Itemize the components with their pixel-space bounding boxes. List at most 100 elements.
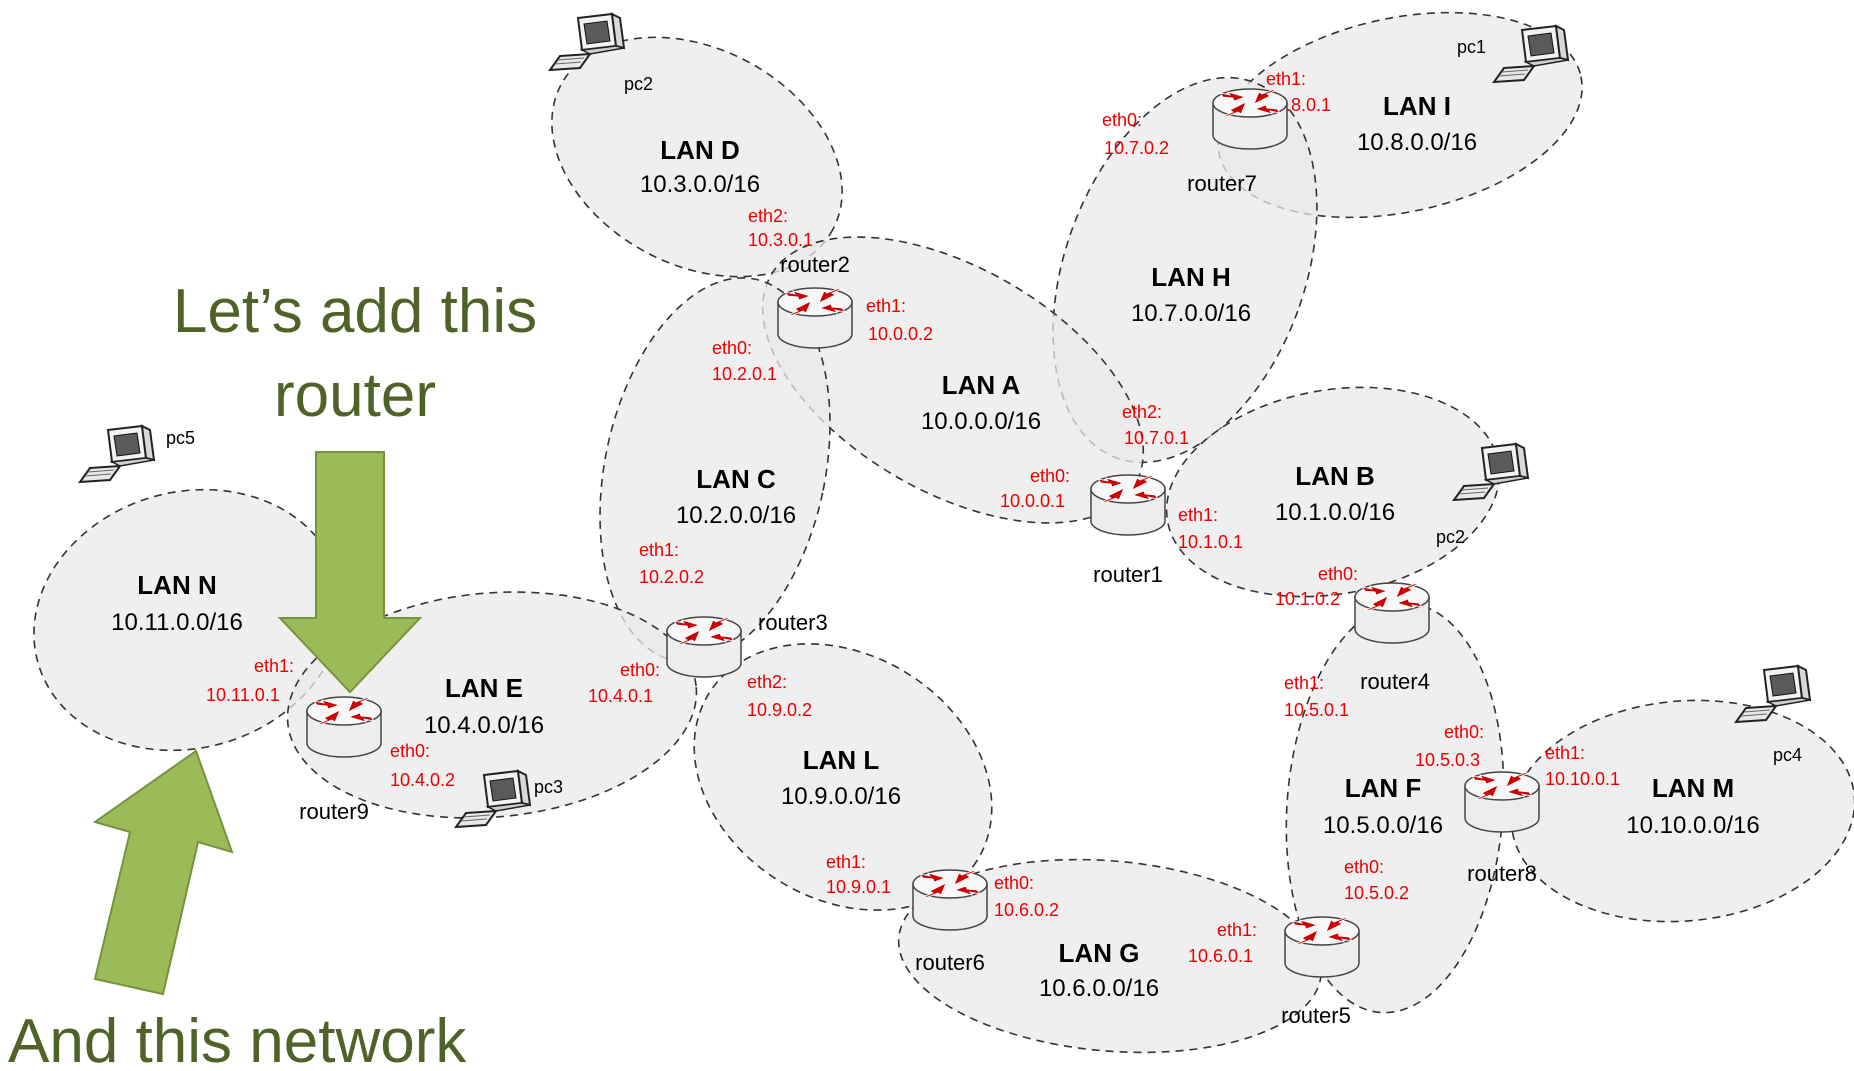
router-4[interactable]: router4 [1354, 582, 1430, 694]
lan-l-area [693, 643, 993, 911]
callout-add-router-line2: router [274, 361, 436, 430]
interface-ip: 10.7.0.1 [1124, 428, 1189, 448]
interface-ip: 10.0.0.1 [1000, 491, 1065, 511]
interface-name: eth1: [1545, 743, 1585, 763]
router-icon[interactable] [912, 869, 988, 931]
lan-name: LAN A [942, 370, 1021, 400]
lan-network: 10.2.0.0/16 [676, 502, 796, 529]
router-icon[interactable] [1464, 771, 1540, 833]
pc-2-right[interactable]: pc2 [1436, 443, 1529, 547]
lan-network: 10.6.0.0/16 [1039, 975, 1159, 1002]
lan-name: LAN D [660, 135, 739, 165]
router-1[interactable]: router1 [1090, 474, 1166, 587]
router-9[interactable]: router9 [299, 696, 382, 824]
lan-network: 10.7.0.0/16 [1131, 300, 1251, 327]
interface-ip: 10.6.0.1 [1188, 946, 1253, 966]
pc-3[interactable]: pc3 [455, 770, 563, 828]
interface-name: eth0: [1318, 564, 1358, 584]
pc-label: pc3 [534, 777, 563, 797]
router-label: router3 [758, 610, 828, 635]
pc-2-top[interactable]: pc2 [549, 13, 653, 94]
interface-ip: 10.6.0.2 [994, 900, 1059, 920]
pc-1[interactable]: pc1 [1457, 25, 1569, 83]
lan-name: LAN G [1059, 938, 1140, 968]
lan-name: LAN H [1151, 262, 1230, 292]
interface-name: eth1: [1266, 69, 1306, 89]
lan-network: 10.5.0.0/16 [1323, 812, 1443, 839]
router-icon[interactable] [306, 696, 382, 758]
interface-name: eth1: [826, 852, 866, 872]
router-7[interactable]: router7 [1187, 88, 1288, 196]
lan-network: 10.4.0.0/16 [424, 712, 544, 739]
interface-name: eth0: [1344, 857, 1384, 877]
interface-name: eth0: [712, 338, 752, 358]
interface-ip: 10.9.0.2 [747, 700, 812, 720]
interface-name: eth2: [747, 672, 787, 692]
desktop-computer-icon[interactable] [79, 425, 155, 483]
lan-name: LAN M [1652, 773, 1734, 803]
interface-ip: 10.5.0.3 [1415, 750, 1480, 770]
pc-label: pc5 [166, 428, 195, 448]
pc-label: pc1 [1457, 37, 1486, 57]
lan-network: 10.0.0.0/16 [921, 408, 1041, 435]
pc-5[interactable]: pc5 [79, 425, 195, 483]
router-icon[interactable] [1090, 474, 1166, 536]
router-icon[interactable] [1212, 88, 1288, 150]
callout-add-network: And this network [8, 1007, 467, 1071]
interface-ip: 10.7.0.2 [1104, 138, 1169, 158]
router-icon[interactable] [777, 287, 853, 349]
pc-4[interactable]: pc4 [1735, 665, 1811, 765]
lan-network: 10.1.0.0/16 [1275, 499, 1395, 526]
pc-label: pc2 [624, 74, 653, 94]
pc-label: pc2 [1436, 527, 1465, 547]
router-icon[interactable] [1354, 582, 1430, 644]
interface-ip: 10.9.0.1 [826, 877, 891, 897]
router-label: router1 [1093, 562, 1163, 587]
interface-ip: 10.10.0.1 [1545, 769, 1620, 789]
router-label: router8 [1467, 861, 1537, 886]
router-label: router4 [1360, 669, 1430, 694]
router-icon[interactable] [1284, 916, 1360, 978]
router-icon[interactable] [666, 616, 742, 678]
router-5[interactable]: router5 [1281, 916, 1360, 1028]
lan-name: LAN F [1345, 773, 1422, 803]
router-label: router7 [1187, 171, 1257, 196]
interface-ip: 10.4.0.2 [390, 770, 455, 790]
lan-name: LAN C [696, 464, 776, 494]
interface-ip: 10.1.0.2 [1275, 589, 1340, 609]
interface-ip: 10.2.0.1 [712, 364, 777, 384]
interface-ip: 10.5.0.1 [1284, 700, 1349, 720]
lan-network: 10.10.0.0/16 [1626, 812, 1759, 839]
router-8[interactable]: router8 [1464, 771, 1540, 886]
router-2[interactable]: router2 [777, 252, 853, 349]
interface-name: eth0: [994, 873, 1034, 893]
pcs: pc1 pc2 pc2 pc3 pc4 pc5 [79, 13, 1811, 828]
lan-name: LAN L [803, 745, 880, 775]
interface-name: eth0: [390, 741, 430, 761]
interface-ip: 10.3.0.1 [748, 230, 813, 250]
lan-network: 10.11.0.0/16 [111, 609, 243, 636]
interface-name: eth0: [1102, 110, 1142, 130]
interface-ip: 10.5.0.2 [1344, 883, 1409, 903]
interface-name: eth0: [1444, 722, 1484, 742]
callout-add-router-line1: Let’s add this [173, 277, 537, 346]
router-label: router5 [1281, 1003, 1351, 1028]
router-6[interactable]: router6 [912, 869, 988, 975]
interface-ip: 10.4.0.1 [588, 686, 653, 706]
interface-name: eth0: [620, 660, 660, 680]
lan-d-area [551, 36, 843, 278]
callout-arrow-up [92, 749, 234, 996]
interface-name: eth1: [866, 296, 906, 316]
router-3[interactable]: router3 [666, 610, 828, 678]
pc-label: pc4 [1773, 745, 1802, 765]
callout-arrow-down [277, 451, 423, 694]
lan-network: 10.3.0.0/16 [640, 171, 760, 198]
lan-network: 10.8.0.0/16 [1357, 129, 1477, 156]
interface-name: eth0: [1030, 466, 1070, 486]
interface-name: eth1: [639, 540, 679, 560]
routers: router1 router2 router3 router4 router5 … [299, 88, 1540, 1028]
interface-ip: 10.2.0.2 [639, 567, 704, 587]
interface-name: eth1: [1178, 505, 1218, 525]
interface-name: eth1: [254, 656, 294, 676]
